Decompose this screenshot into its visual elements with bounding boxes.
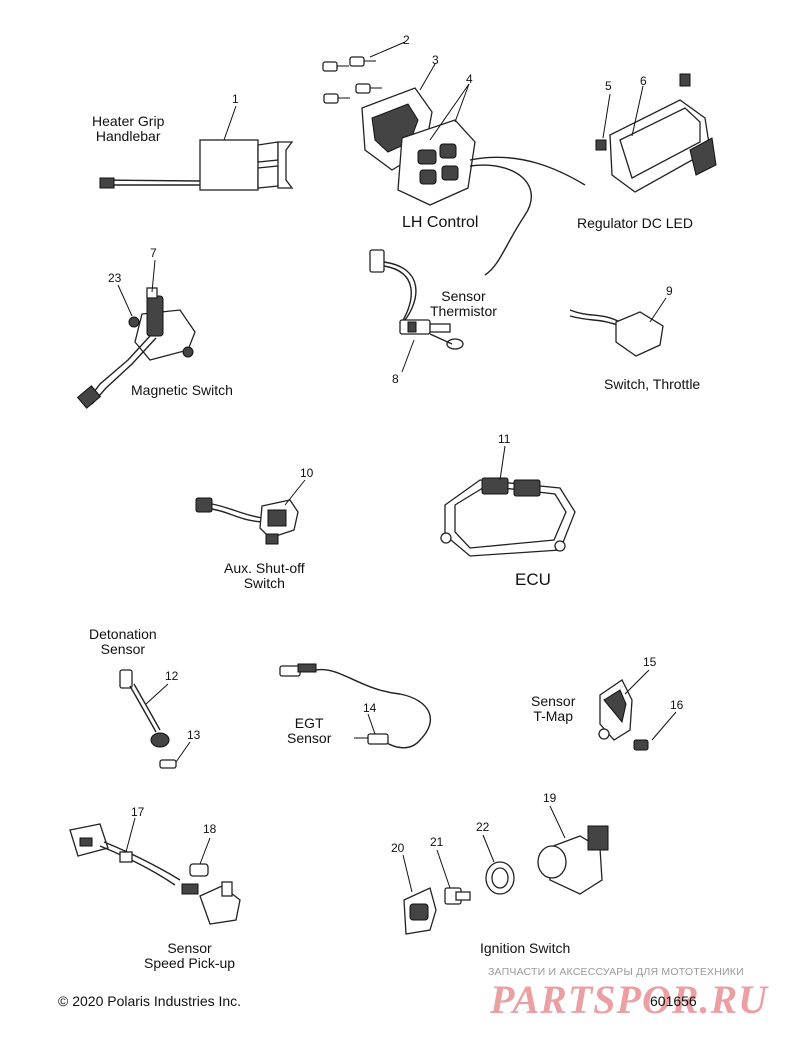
label-heater-grip-line2: Handlebar <box>95 128 161 144</box>
callout-14: 14 <box>363 701 377 715</box>
callout-2: 2 <box>403 33 410 47</box>
callout-21: 21 <box>430 835 444 849</box>
callout-20: 20 <box>391 841 405 855</box>
callout-12: 12 <box>165 669 179 683</box>
callout-23: 23 <box>108 271 122 285</box>
aux-shutoff-switch <box>195 479 306 545</box>
label-egt-line1: EGT <box>294 715 324 731</box>
label-egt-sensor: EGT Sensor <box>287 716 331 746</box>
callout-7: 7 <box>150 246 157 260</box>
callout-22: 22 <box>476 820 490 834</box>
egt-sensor <box>279 663 431 749</box>
copyright-text: © 2020 Polaris Industries Inc. <box>58 993 242 1009</box>
sensor-thermistor <box>369 249 464 373</box>
label-aux-shutoff-line2: Switch <box>243 575 285 591</box>
detonation-sensor <box>119 669 191 769</box>
regulator-dc-led <box>595 73 717 193</box>
label-aux-shutoff: Aux. Shut-off Switch <box>224 561 305 591</box>
label-egt-line2: Sensor <box>287 730 332 746</box>
callout-6: 6 <box>640 74 647 88</box>
document-number: 601656 <box>650 993 697 1009</box>
label-heater-grip-line1: Heater Grip <box>92 113 165 129</box>
speed-pickup-sensor <box>69 817 241 925</box>
label-heater-grip: Heater Grip Handlebar <box>92 114 164 144</box>
label-sensor-thermistor-line1: Sensor <box>441 288 486 304</box>
callout-5: 5 <box>605 79 612 93</box>
heater-grip-connector <box>99 105 294 191</box>
label-lh-control: LH Control <box>402 214 479 231</box>
label-ignition-switch: Ignition Switch <box>480 940 571 956</box>
callout-19: 19 <box>543 791 557 805</box>
label-ecu: ECU <box>515 570 551 589</box>
callout-4: 4 <box>466 72 473 86</box>
label-speed-pickup: Sensor Speed Pick-up <box>144 941 235 971</box>
label-aux-shutoff-line1: Aux. Shut-off <box>224 560 305 576</box>
label-detonation-line2: Sensor <box>100 641 146 657</box>
label-tmap-line2: T-Map <box>533 708 574 724</box>
ignition-switch <box>402 805 609 935</box>
label-detonation-sensor: Detonation Sensor <box>89 627 157 657</box>
watermark-logo: PARTSPOR.RU <box>490 977 769 1022</box>
label-switch-throttle: Switch, Throttle <box>604 376 701 392</box>
callout-15: 15 <box>643 655 657 669</box>
callout-3: 3 <box>432 53 439 67</box>
tmap-sensor <box>598 669 677 751</box>
callout-13: 13 <box>187 728 201 742</box>
label-speed-line1: Sensor <box>167 940 212 956</box>
label-magnetic-switch: Magnetic Switch <box>131 382 233 398</box>
callout-17: 17 <box>131 805 145 819</box>
callout-11: 11 <box>498 432 511 446</box>
ecu <box>440 445 576 557</box>
callout-9: 9 <box>666 284 673 298</box>
label-sensor-thermistor-line2: Thermistor <box>430 303 497 319</box>
callout-18: 18 <box>203 822 217 836</box>
label-speed-line2: Speed Pick-up <box>144 955 236 971</box>
switch-throttle <box>569 297 667 357</box>
label-tmap-line1: Sensor <box>531 693 576 709</box>
callout-10: 10 <box>300 466 314 480</box>
screws <box>322 41 406 104</box>
watermark-tagline: ЗАПЧАСТИ И АКСЕССУАРЫ ДЛЯ МОТОТЕХНИКИ <box>488 966 744 978</box>
callout-16: 16 <box>670 698 684 712</box>
lh-control-switch <box>361 63 586 276</box>
label-detonation-line1: Detonation <box>89 626 157 642</box>
magnetic-switch <box>76 259 196 409</box>
callout-1: 1 <box>232 92 239 106</box>
callout-8: 8 <box>392 372 399 386</box>
label-tmap-sensor: Sensor T-Map <box>531 694 575 724</box>
label-sensor-thermistor: Sensor Thermistor <box>430 289 497 319</box>
label-regulator: Regulator DC LED <box>577 215 693 231</box>
